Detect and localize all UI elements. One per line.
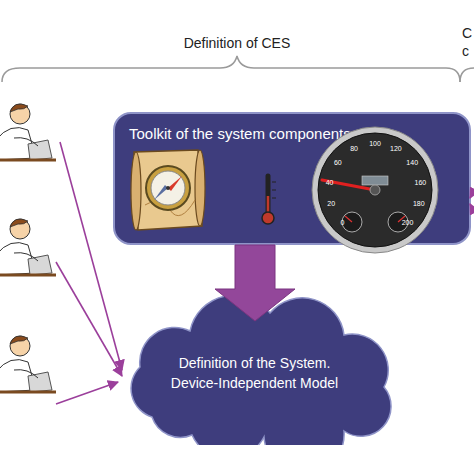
gauge-number: 100: [369, 140, 381, 147]
bracket-label: Definition of CES: [184, 36, 291, 50]
person-icon: [0, 336, 56, 392]
gauge-number: 40: [326, 179, 334, 186]
brace-bracket: [2, 56, 460, 82]
leader-line: [56, 382, 118, 404]
person-icon: [0, 104, 56, 160]
box-heading: Toolkit of the system components: [129, 125, 469, 142]
gauge-number: 120: [390, 145, 402, 152]
gauge-number: 200: [402, 219, 414, 226]
gauge-number: 60: [334, 159, 342, 166]
gauge-number: 0: [341, 219, 345, 226]
gauge-number: 80: [350, 145, 358, 152]
cloud-path: [131, 295, 391, 445]
person-icon: [0, 219, 56, 275]
cloud-shape: Definition of the System. Device-Indepen…: [112, 295, 397, 445]
cloud-text: Definition of the System. Device-Indepen…: [159, 353, 351, 393]
cut-off-label: C: [462, 26, 472, 40]
gauge-number: 160: [415, 179, 427, 186]
gauge-number: 20: [327, 200, 335, 207]
toolkit-box: Toolkit of the system components: [113, 112, 471, 245]
cut-off-label: c: [462, 44, 469, 58]
brace-bracket: [460, 68, 474, 82]
gauge-number: 180: [413, 200, 425, 207]
leader-line: [56, 262, 122, 376]
cloud-text-holder: Definition of the System. Device-Indepen…: [112, 295, 397, 445]
gauge-number: 140: [406, 159, 418, 166]
